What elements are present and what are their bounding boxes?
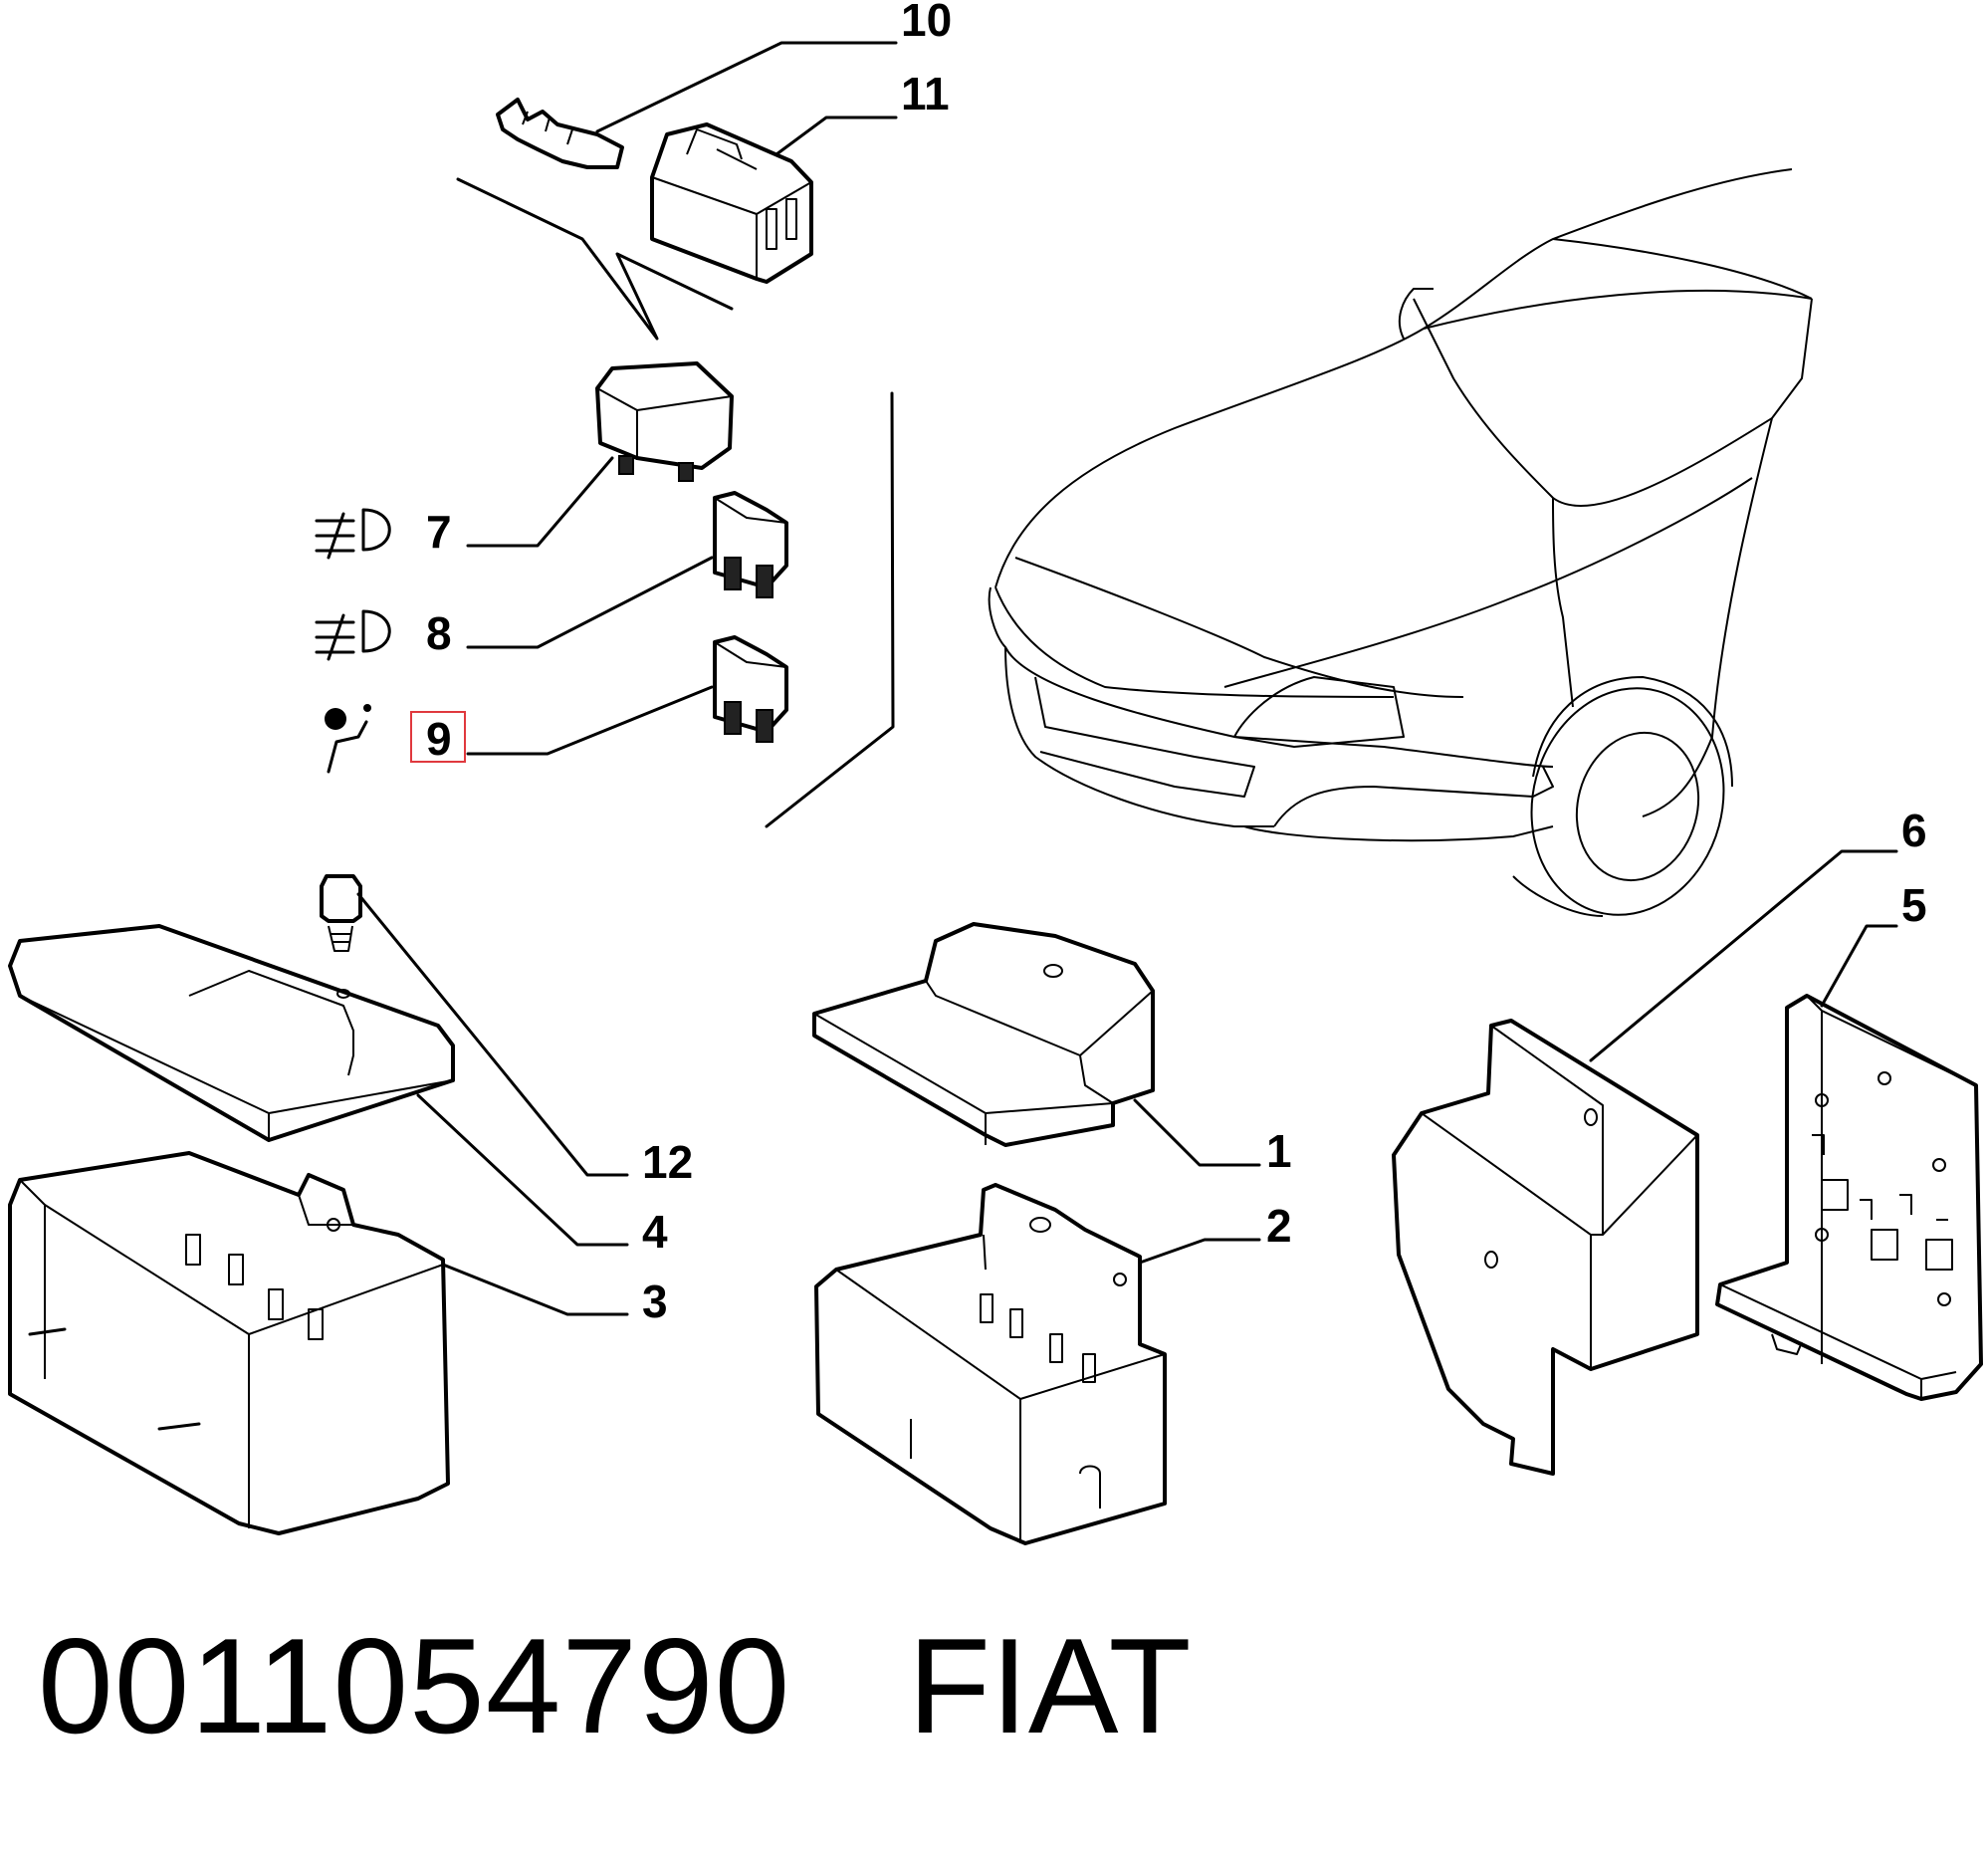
detail-bracket-line	[456, 177, 734, 341]
leader-line-1	[1133, 1098, 1261, 1167]
leader-line-11	[774, 116, 898, 156]
part-12-bolt	[320, 874, 362, 952]
leader-line-7	[466, 456, 614, 548]
callout-12: 12	[642, 1136, 693, 1188]
callout-6: 6	[1901, 805, 1927, 856]
callout-9: 9	[426, 713, 452, 765]
leader-line-4	[416, 1093, 629, 1247]
part-4-lid	[8, 924, 455, 1142]
part-2-box	[814, 1183, 1167, 1545]
part-7-relay	[595, 361, 734, 482]
callout-3: 3	[642, 1276, 668, 1327]
callout-1: 1	[1266, 1125, 1292, 1177]
callout-9-highlight	[410, 711, 466, 763]
part-5-bracket	[1715, 994, 1983, 1401]
leader-line-10	[595, 41, 898, 133]
leader-line-5	[1820, 924, 1898, 1008]
callout-5: 5	[1901, 879, 1927, 931]
detail-bracket-line	[765, 391, 895, 828]
leader-line-12	[356, 892, 629, 1177]
leader-line-6	[1589, 849, 1898, 1062]
callout-7: 7	[426, 506, 452, 558]
callout-4: 4	[642, 1206, 668, 1258]
callout-11: 11	[901, 68, 950, 119]
fog-light-icon	[315, 508, 391, 560]
part-number: 0011054790	[38, 1610, 791, 1761]
part-6-bracket	[1392, 1019, 1699, 1476]
brand-name: FIAT	[908, 1610, 1192, 1761]
leader-line-8	[466, 556, 714, 649]
callout-10: 10	[901, 0, 952, 46]
part-11-connector	[650, 122, 813, 284]
leader-line-9	[466, 685, 714, 756]
part-9-fuse	[713, 635, 788, 743]
part-8-fuse	[713, 491, 788, 598]
seat-occupant-icon	[325, 704, 371, 774]
fog-light-icon	[315, 609, 391, 661]
part-1-lid	[812, 922, 1155, 1147]
leader-line-2	[1138, 1238, 1261, 1265]
part-3-box	[8, 1151, 450, 1535]
callout-8: 8	[426, 607, 452, 659]
callout-2: 2	[1266, 1200, 1292, 1252]
leader-line-3	[441, 1263, 629, 1316]
car-front-illustration	[988, 168, 1813, 917]
part-10-terminal	[496, 98, 624, 169]
